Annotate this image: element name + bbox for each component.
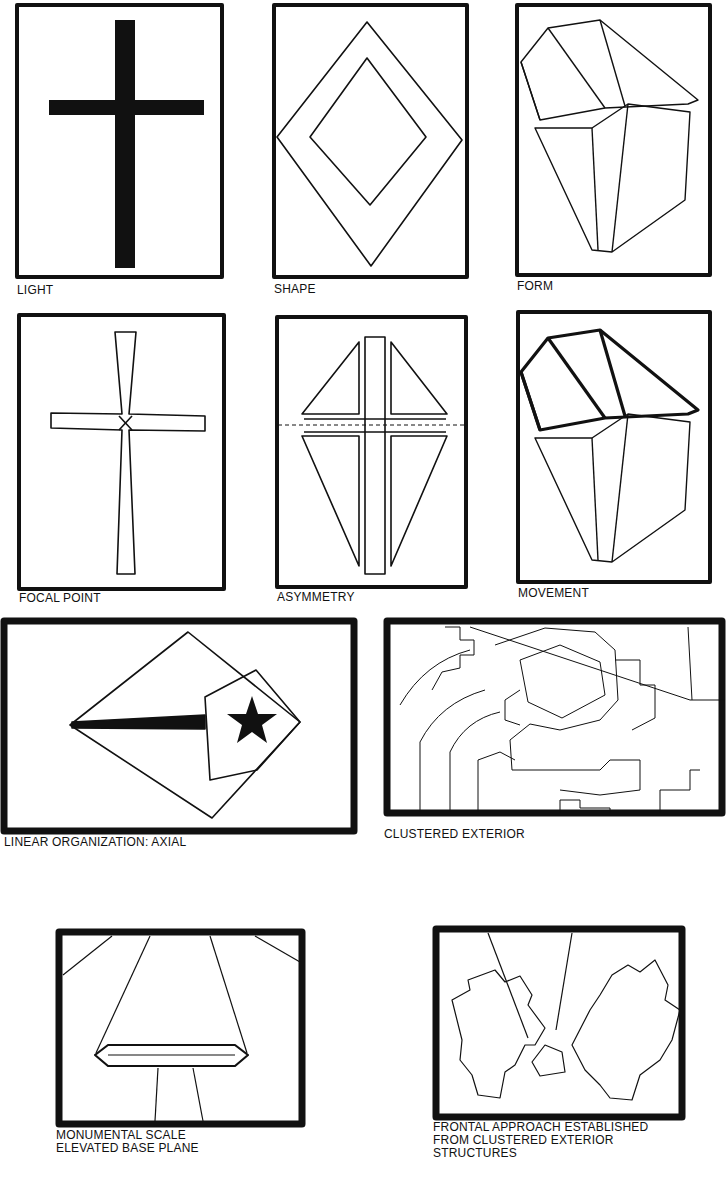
- panel-caption: MOVEMENT: [518, 587, 710, 600]
- panel: ASYMMETRY: [277, 317, 466, 604]
- panel: MONUMENTAL SCALEELEVATED BASE PLANE: [56, 932, 302, 1155]
- panel: SHAPE: [274, 5, 467, 296]
- panel-caption: CLUSTERED EXTERIOR: [384, 828, 722, 841]
- panel-caption: FOCAL POINT: [19, 592, 224, 605]
- crystal-form: [521, 20, 698, 252]
- nested-diamonds: [277, 22, 462, 266]
- panel-caption: LIGHT: [17, 284, 222, 297]
- panel-caption: ELEVATED BASE PLANE: [56, 1142, 302, 1155]
- panel: LIGHT: [17, 5, 222, 297]
- panel-frames: [17, 5, 710, 589]
- panel-caption: FRONTAL APPROACH ESTABLISHED FROM CLUSTE…: [433, 1121, 682, 1160]
- panel: FRONTAL APPROACH ESTABLISHED FROM CLUSTE…: [433, 929, 682, 1160]
- perspective-platform: [63, 936, 300, 1121]
- panel-caption: MONUMENTAL SCALE: [56, 1129, 302, 1142]
- panel-caption: LINEAR ORGANIZATION: AXIAL: [4, 836, 354, 849]
- solid-cross: [49, 20, 204, 268]
- site-plan: [400, 627, 725, 813]
- panel: CLUSTERED EXTERIOR: [384, 621, 722, 841]
- tapered-cross: [51, 332, 205, 574]
- panel: LINEAR ORGANIZATION: AXIAL: [4, 621, 354, 849]
- asymmetric-cross: [278, 337, 465, 574]
- panel-frames-thick: [4, 621, 722, 1124]
- moving-crystal: [521, 330, 698, 562]
- panel: MOVEMENT: [518, 312, 710, 600]
- panel: FORM: [517, 5, 710, 293]
- axial-plan: [70, 632, 300, 818]
- panel-caption: SHAPE: [274, 283, 467, 296]
- panel-caption: FORM: [517, 280, 710, 293]
- panel-caption: ASYMMETRY: [277, 591, 466, 604]
- frontal-plan: [452, 933, 680, 1100]
- panel: FOCAL POINT: [19, 315, 224, 605]
